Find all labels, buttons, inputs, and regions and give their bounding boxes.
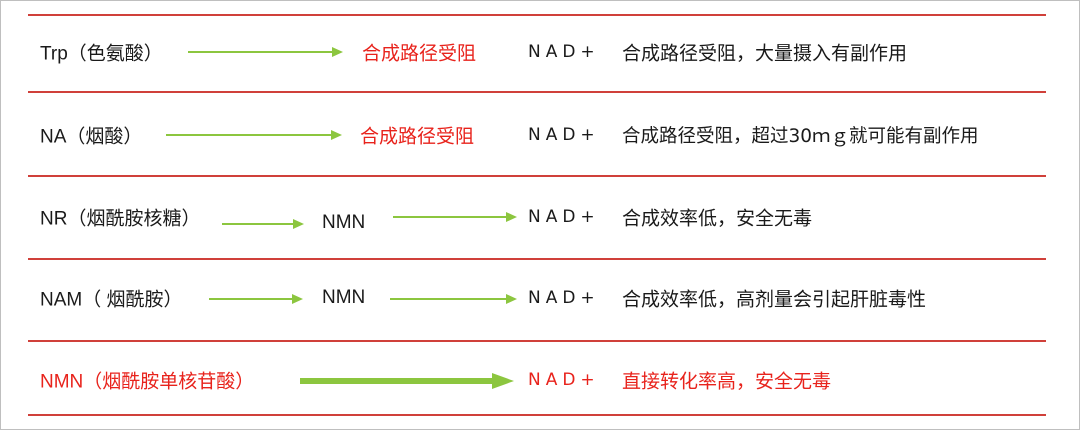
- nmn-label: NMN: [322, 287, 366, 308]
- pathway-row-na: NA（烟酸） 合成路径受阻 NAD+ 合成路径受阻，超过30ｍｇ就可能有副作用: [0, 115, 1080, 155]
- arrow-icon: [188, 45, 343, 59]
- source-label: NAM（ 烟酰胺）: [40, 289, 183, 311]
- blocked-label: 合成路径受阻: [360, 125, 475, 148]
- separator-line: [28, 258, 1046, 260]
- separator-line: [28, 175, 1046, 177]
- comment-text: 合成效率低，高剂量会引起肝脏毒性: [622, 288, 927, 311]
- source-label: Trp（色氨酸）: [40, 43, 163, 65]
- nad-label: NAD+: [528, 207, 600, 227]
- separator-line: [28, 14, 1046, 16]
- nmn-label: NMN: [322, 212, 366, 233]
- nad-label: NAD+: [528, 125, 600, 145]
- pathway-row-nr: NR（烟酰胺核糖） NMN NAD+ 合成效率低，安全无毒: [0, 197, 1080, 237]
- arrow-icon: [222, 217, 304, 231]
- comment-text: 合成路径受阻，超过30ｍｇ就可能有副作用: [622, 126, 979, 147]
- nad-label: NAD+: [528, 42, 600, 62]
- source-label: NR（烟酰胺核糖）: [40, 208, 201, 230]
- blocked-label: 合成路径受阻: [362, 42, 477, 65]
- comment-text: 直接转化率高，安全无毒: [622, 370, 832, 393]
- arrow-icon: [209, 292, 303, 306]
- comment-text: 合成路径受阻，大量摄入有副作用: [622, 42, 908, 65]
- comment-text: 合成效率低，安全无毒: [622, 207, 813, 230]
- source-label: NMN（烟酰胺单核苷酸）: [40, 371, 255, 393]
- separator-line: [28, 340, 1046, 342]
- pathway-row-nmn: NMN（烟酰胺单核苷酸） NAD+ 直接转化率高，安全无毒: [0, 360, 1080, 400]
- separator-line: [28, 91, 1046, 93]
- separator-line: [28, 414, 1046, 416]
- pathway-row-nam: NAM（ 烟酰胺） NMN NAD+ 合成效率低，高剂量会引起肝脏毒性: [0, 278, 1080, 318]
- arrow-icon: [393, 210, 517, 224]
- arrow-icon: [166, 128, 342, 142]
- pathway-row-trp: Trp（色氨酸） 合成路径受阻 NAD+ 合成路径受阻，大量摄入有副作用: [0, 32, 1080, 72]
- nad-label: NAD+: [528, 370, 600, 390]
- arrow-icon: [390, 292, 517, 306]
- source-label: NA（烟酸）: [40, 126, 143, 148]
- nad-label: NAD+: [528, 288, 600, 308]
- thick-arrow-icon: [300, 371, 514, 391]
